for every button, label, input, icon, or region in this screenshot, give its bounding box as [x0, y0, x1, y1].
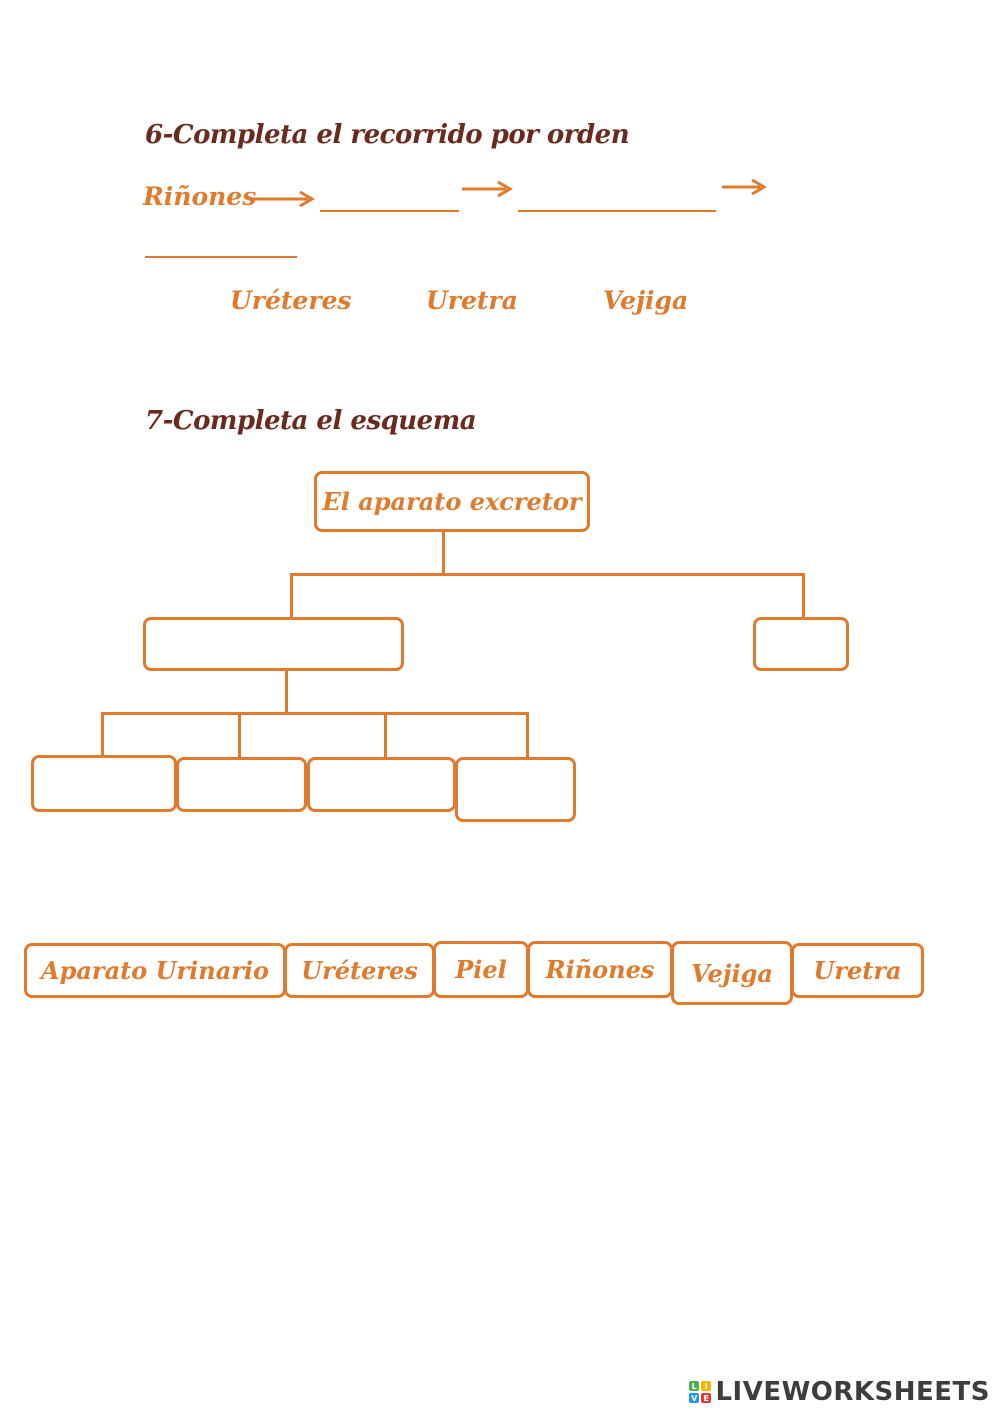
diagram-slot-level2-3[interactable]	[307, 757, 456, 812]
connector-line	[526, 712, 529, 758]
route-blank-3[interactable]	[145, 232, 297, 258]
logo-cell: E	[701, 1393, 712, 1403]
word-tile-label: Riñones	[545, 955, 655, 984]
word-tile-label: Uretra	[813, 956, 902, 985]
diagram-slot-level1-left[interactable]	[143, 617, 404, 671]
diagram-slot-level2-1[interactable]	[31, 755, 177, 812]
logo-cell: I	[701, 1381, 712, 1391]
connector-line	[290, 573, 805, 576]
word-bank-item: Vejiga	[603, 286, 689, 315]
arrow-right-icon	[252, 190, 315, 208]
arrow-right-icon	[462, 180, 513, 198]
word-tile-label: Aparato Urinario	[40, 956, 270, 985]
word-tile-label: Uréteres	[301, 956, 418, 985]
connector-line	[285, 670, 288, 714]
word-tile[interactable]: Uretra	[791, 943, 924, 998]
word-tile[interactable]: Aparato Urinario	[24, 943, 286, 998]
brand-text: LIVEWORKSHEETS	[715, 1377, 990, 1407]
word-tile[interactable]: Vejiga	[671, 941, 793, 1005]
word-tile[interactable]: Riñones	[527, 941, 673, 998]
liveworksheets-logo-icon: L I V E	[689, 1381, 712, 1403]
route-blank-2[interactable]	[518, 186, 716, 212]
diagram-slot-level2-4[interactable]	[455, 757, 576, 822]
word-tile-label: Piel	[455, 955, 507, 984]
word-tile[interactable]: Piel	[433, 941, 529, 998]
exercise-6-heading: 6-Completa el recorrido por orden	[145, 120, 630, 150]
route-blank-1[interactable]	[320, 186, 459, 212]
connector-line	[101, 712, 104, 756]
exercise-7-heading: 7-Completa el esquema	[145, 406, 477, 436]
diagram-root-label: El aparato excretor	[322, 487, 582, 516]
diagram-slot-level1-right[interactable]	[753, 617, 849, 671]
connector-line	[101, 712, 529, 715]
logo-cell: V	[689, 1393, 700, 1403]
word-tile-label: Vejiga	[691, 958, 773, 988]
connector-line	[442, 531, 445, 575]
connector-line	[290, 573, 293, 619]
connector-line	[238, 712, 241, 758]
arrow-right-icon	[722, 178, 767, 196]
diagram-slot-level2-2[interactable]	[176, 757, 307, 812]
diagram-root-box: El aparato excretor	[314, 471, 590, 532]
route-start-word: Riñones	[143, 182, 257, 211]
word-bank-item: Uretra	[426, 286, 518, 315]
connector-line	[802, 573, 805, 619]
connector-line	[384, 712, 387, 758]
liveworksheets-logo: L I V E LIVEWORKSHEETS	[689, 1377, 990, 1407]
word-tile[interactable]: Uréteres	[284, 943, 435, 998]
logo-cell: L	[689, 1381, 700, 1391]
word-bank-item: Uréteres	[230, 286, 352, 315]
